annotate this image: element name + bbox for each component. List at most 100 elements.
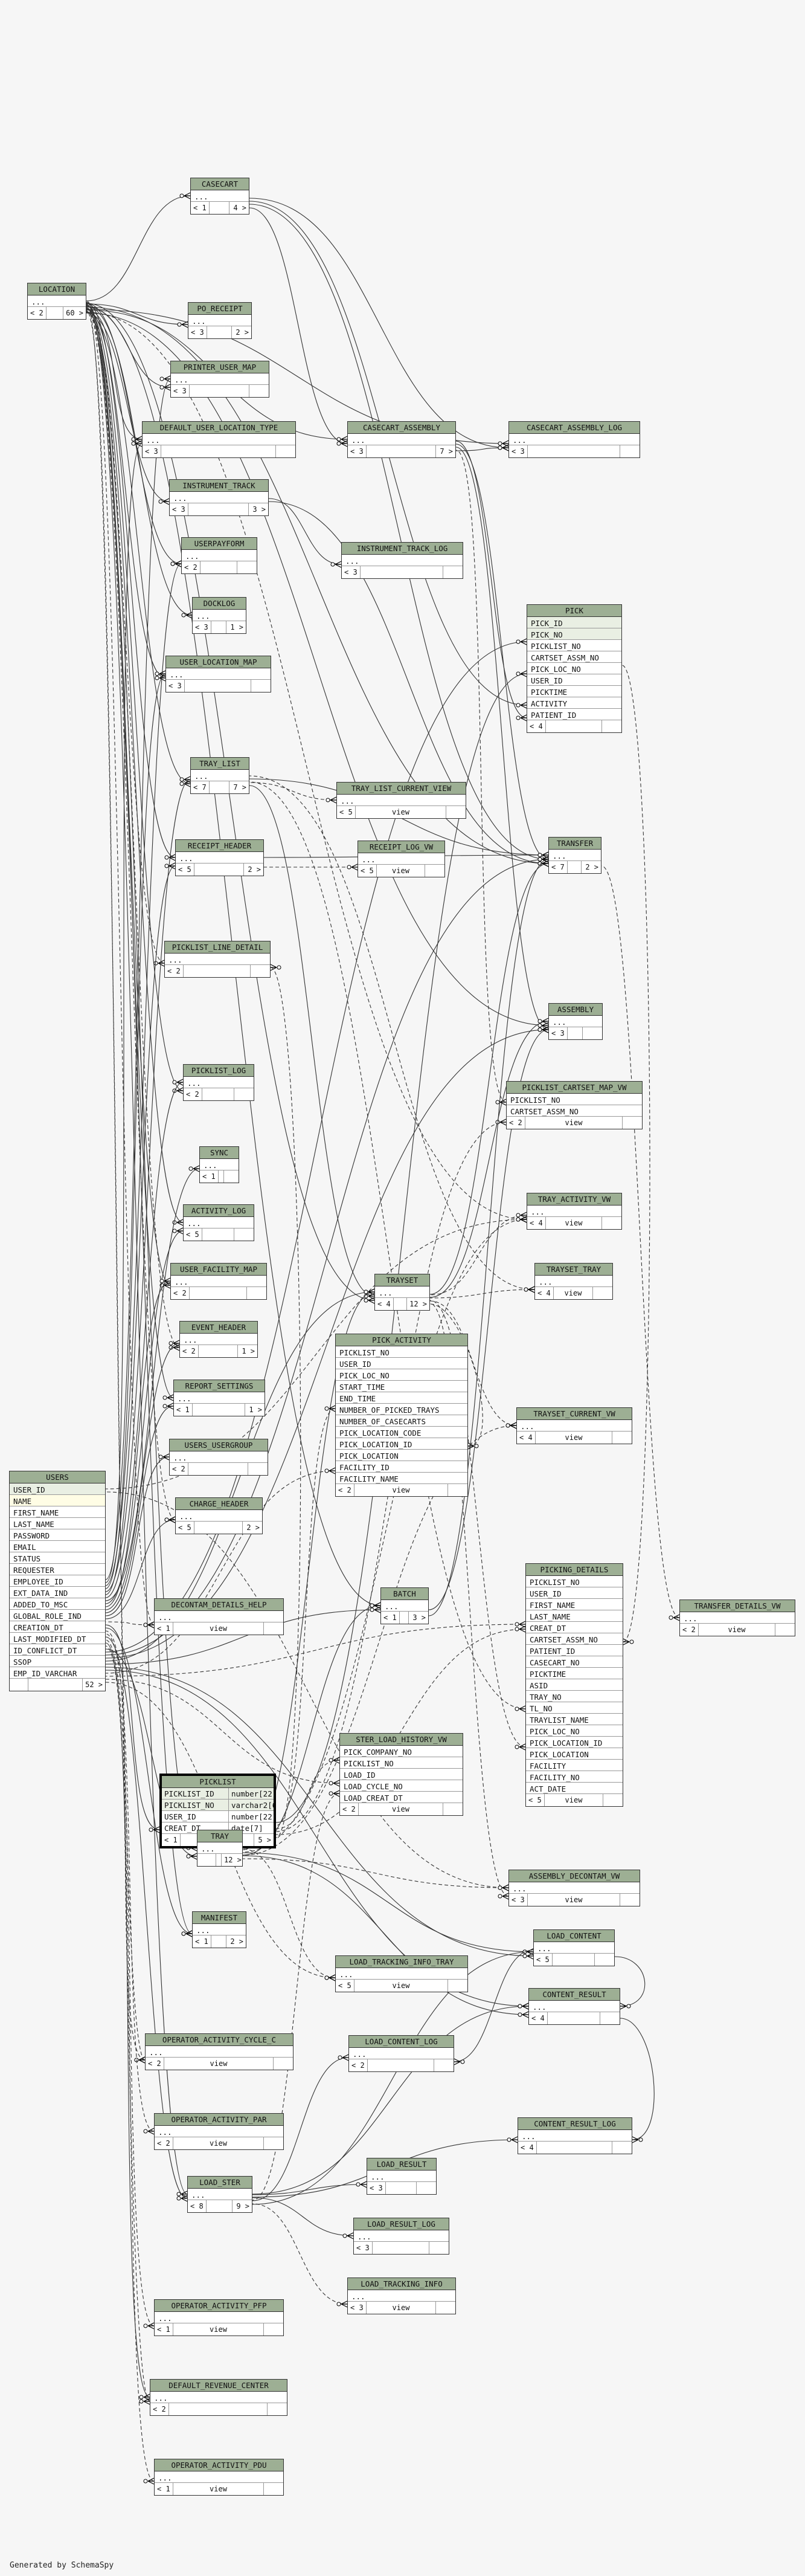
table-content-result-log[interactable]: CONTENT_RESULT_LOG...< 4: [518, 2117, 632, 2154]
optional-marker: [364, 1298, 368, 1303]
parent-count: < 3: [143, 445, 161, 457]
parent-count: < 3: [170, 503, 188, 515]
parent-count: [10, 1679, 28, 1691]
relationship-line: [614, 1956, 646, 2007]
table-user-facility-map[interactable]: USER_FACILITY_MAP...< 2: [170, 1263, 267, 1300]
table-default-revenue-center[interactable]: DEFAULT_REVENUE_CENTER...< 2: [150, 2379, 287, 2416]
crows-foot-marker: [147, 2478, 155, 2485]
parent-count: < 5: [534, 1954, 553, 1966]
table-name: USERPAYFORM: [182, 538, 257, 550]
crows-foot-marker: [329, 1974, 336, 1981]
table-picklist-log[interactable]: PICKLIST_LOG...< 2: [183, 1064, 254, 1101]
table-activity-log[interactable]: ACTIVITY_LOG...< 5: [183, 1204, 254, 1241]
view-marker: [194, 864, 244, 876]
table-userpayform[interactable]: USERPAYFORM...< 2: [181, 537, 257, 574]
child-count: [251, 680, 271, 692]
table-name: OPERATOR_ACTIVITY_PAR: [155, 2114, 283, 2126]
crows-foot-marker: [499, 1099, 507, 1106]
relationship-line: [455, 441, 527, 718]
table-load-content-log[interactable]: LOAD_CONTENT_LOG...< 2: [348, 2035, 454, 2072]
table-printer-user-map[interactable]: PRINTER_USER_MAP...< 3: [170, 361, 269, 398]
relationship-line: [86, 304, 197, 1848]
table-name: DEFAULT_REVENUE_CENTER: [150, 2380, 287, 2392]
table-name: USER_FACILITY_MAP: [171, 1264, 266, 1276]
view-marker: [161, 445, 276, 457]
crows-foot-marker: [184, 776, 191, 783]
relationship-line: [275, 1629, 526, 1835]
table-load-result[interactable]: LOAD_RESULT...< 3: [367, 2158, 437, 2195]
table-picklist-line-detail[interactable]: PICKLIST_LINE_DETAIL...< 2: [164, 941, 271, 978]
optional-marker: [515, 1706, 519, 1711]
crows-foot-marker: [333, 1790, 340, 1797]
table-users-usergroup[interactable]: USERS_USERGROUP...< 2: [169, 1439, 268, 1476]
table-casecart-assembly-log[interactable]: CASECART_ASSEMBLY_LOG...< 3: [508, 421, 640, 458]
table-default-user-location-type[interactable]: DEFAULT_USER_LOCATION_TYPE...< 3: [142, 421, 296, 458]
crows-foot-marker: [510, 1422, 517, 1429]
collapsed-columns: ...: [527, 1206, 621, 1217]
view-marker: [190, 1287, 247, 1299]
table-assembly[interactable]: ASSEMBLY...< 3: [548, 1003, 603, 1040]
table-instrument-track-log[interactable]: INSTRUMENT_TRACK_LOG...< 3: [341, 542, 463, 579]
crows-foot-marker: [341, 440, 348, 447]
parent-count: < 4: [529, 2012, 548, 2024]
collapsed-columns: ...: [165, 954, 270, 965]
table-user-location-map[interactable]: USER_LOCATION_MAP...< 3: [165, 656, 271, 692]
collapsed-columns: ...: [349, 2048, 454, 2059]
table-sync[interactable]: SYNC...< 1: [199, 1146, 239, 1183]
crows-foot-marker: [176, 1219, 184, 1226]
view-marker: [368, 2059, 434, 2071]
optional-marker: [518, 2004, 522, 2009]
relationship-line: [249, 775, 535, 1290]
relationship-line: [105, 1645, 155, 2482]
optional-marker: [159, 385, 164, 390]
collapsed-columns: ...: [535, 1276, 612, 1287]
table-load-result-log[interactable]: LOAD_RESULT_LOG...< 3: [353, 2218, 449, 2255]
relationship-line: [429, 863, 549, 1295]
column-name: GLOBAL_ROLE_IND: [10, 1610, 105, 1621]
table-content-result[interactable]: CONTENT_RESULT...< 4: [528, 1988, 620, 2025]
child-count: 1 >: [249, 1406, 262, 1414]
parent-count: < 5: [184, 1228, 202, 1241]
table-load-content[interactable]: LOAD_CONTENT...< 5: [533, 1929, 615, 1966]
column-name: PICKLIST_ID: [162, 1788, 229, 1799]
table-tray[interactable]: TRAY...12 >: [197, 1830, 243, 1867]
